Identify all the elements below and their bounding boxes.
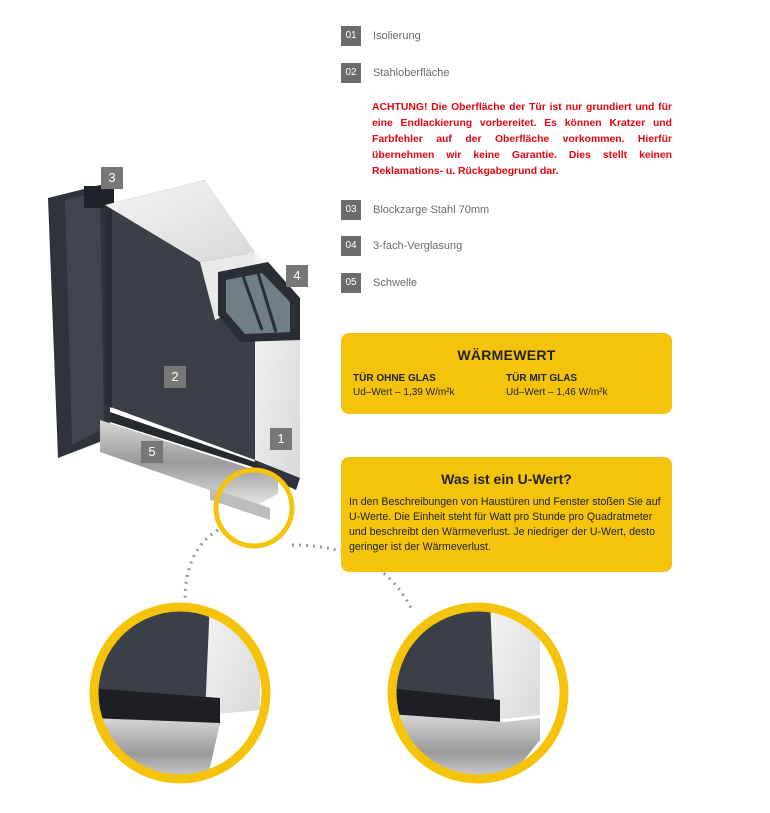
legend-label: Isolierung [373,30,421,42]
legend-label: Stahloberfläche [373,67,450,79]
legend-item-schwelle: 05 Schwelle [341,273,417,293]
legend-item-isolierung: 01 Isolierung [341,26,421,46]
legend-number: 03 [341,200,361,220]
waermewert-with-glass: TÜR MIT GLAS Ud–Wert – 1,46 W/m²k [506,373,608,398]
legend-label: Blockzarge Stahl 70mm [373,204,490,216]
legend-number: 01 [341,26,361,46]
legend-item-blockzarge: 03 Blockzarge Stahl 70mm [341,200,489,220]
legend-label: Schwelle [373,277,418,289]
callout-3: 3 [101,167,123,189]
waermewert-title: WÄRMEWERT [457,347,556,363]
legend-number: 05 [341,273,361,293]
without-glass-value: Ud–Wert – 1,39 W/m²k [353,387,455,398]
waermewert-without-glass: TÜR OHNE GLAS Ud–Wert – 1,39 W/m²k [353,373,455,398]
uwert-description: In den Beschreibungen von Haustüren und … [349,496,661,553]
uwert-info-box: Was ist ein U-Wert? In den Beschreibunge… [341,457,672,572]
with-glass-value: Ud–Wert – 1,46 W/m²k [506,387,608,398]
door-panel-shadow [105,202,112,408]
connector-left [183,528,219,601]
callout-5: 5 [141,441,163,463]
callout-1: 1 [270,428,292,450]
callout-4: 4 [286,265,308,287]
uwert-title: Was ist ein U-Wert? [441,471,572,487]
insulation-top [105,180,255,262]
with-glass-heading: TÜR MIT GLAS [506,373,578,384]
threshold-focus-ring [213,467,295,549]
legend-item-verglasung: 04 3-fach-Verglasung [341,236,462,256]
warning-text: ACHTUNG! Die Oberfläche der Tür ist nur … [372,102,672,177]
callout-2: 2 [164,366,186,388]
without-glass-heading: TÜR OHNE GLAS [353,373,436,384]
waermewert-box: WÄRMEWERT TÜR OHNE GLAS Ud–Wert – 1,39 W… [341,333,672,414]
legend-label: 3-fach-Verglasung [373,240,463,252]
legend-number: 02 [341,63,361,83]
frame-face [65,192,104,445]
legend-item-stahloberflaeche: 02 Stahloberfläche [341,63,449,83]
legend-number: 04 [341,236,361,256]
